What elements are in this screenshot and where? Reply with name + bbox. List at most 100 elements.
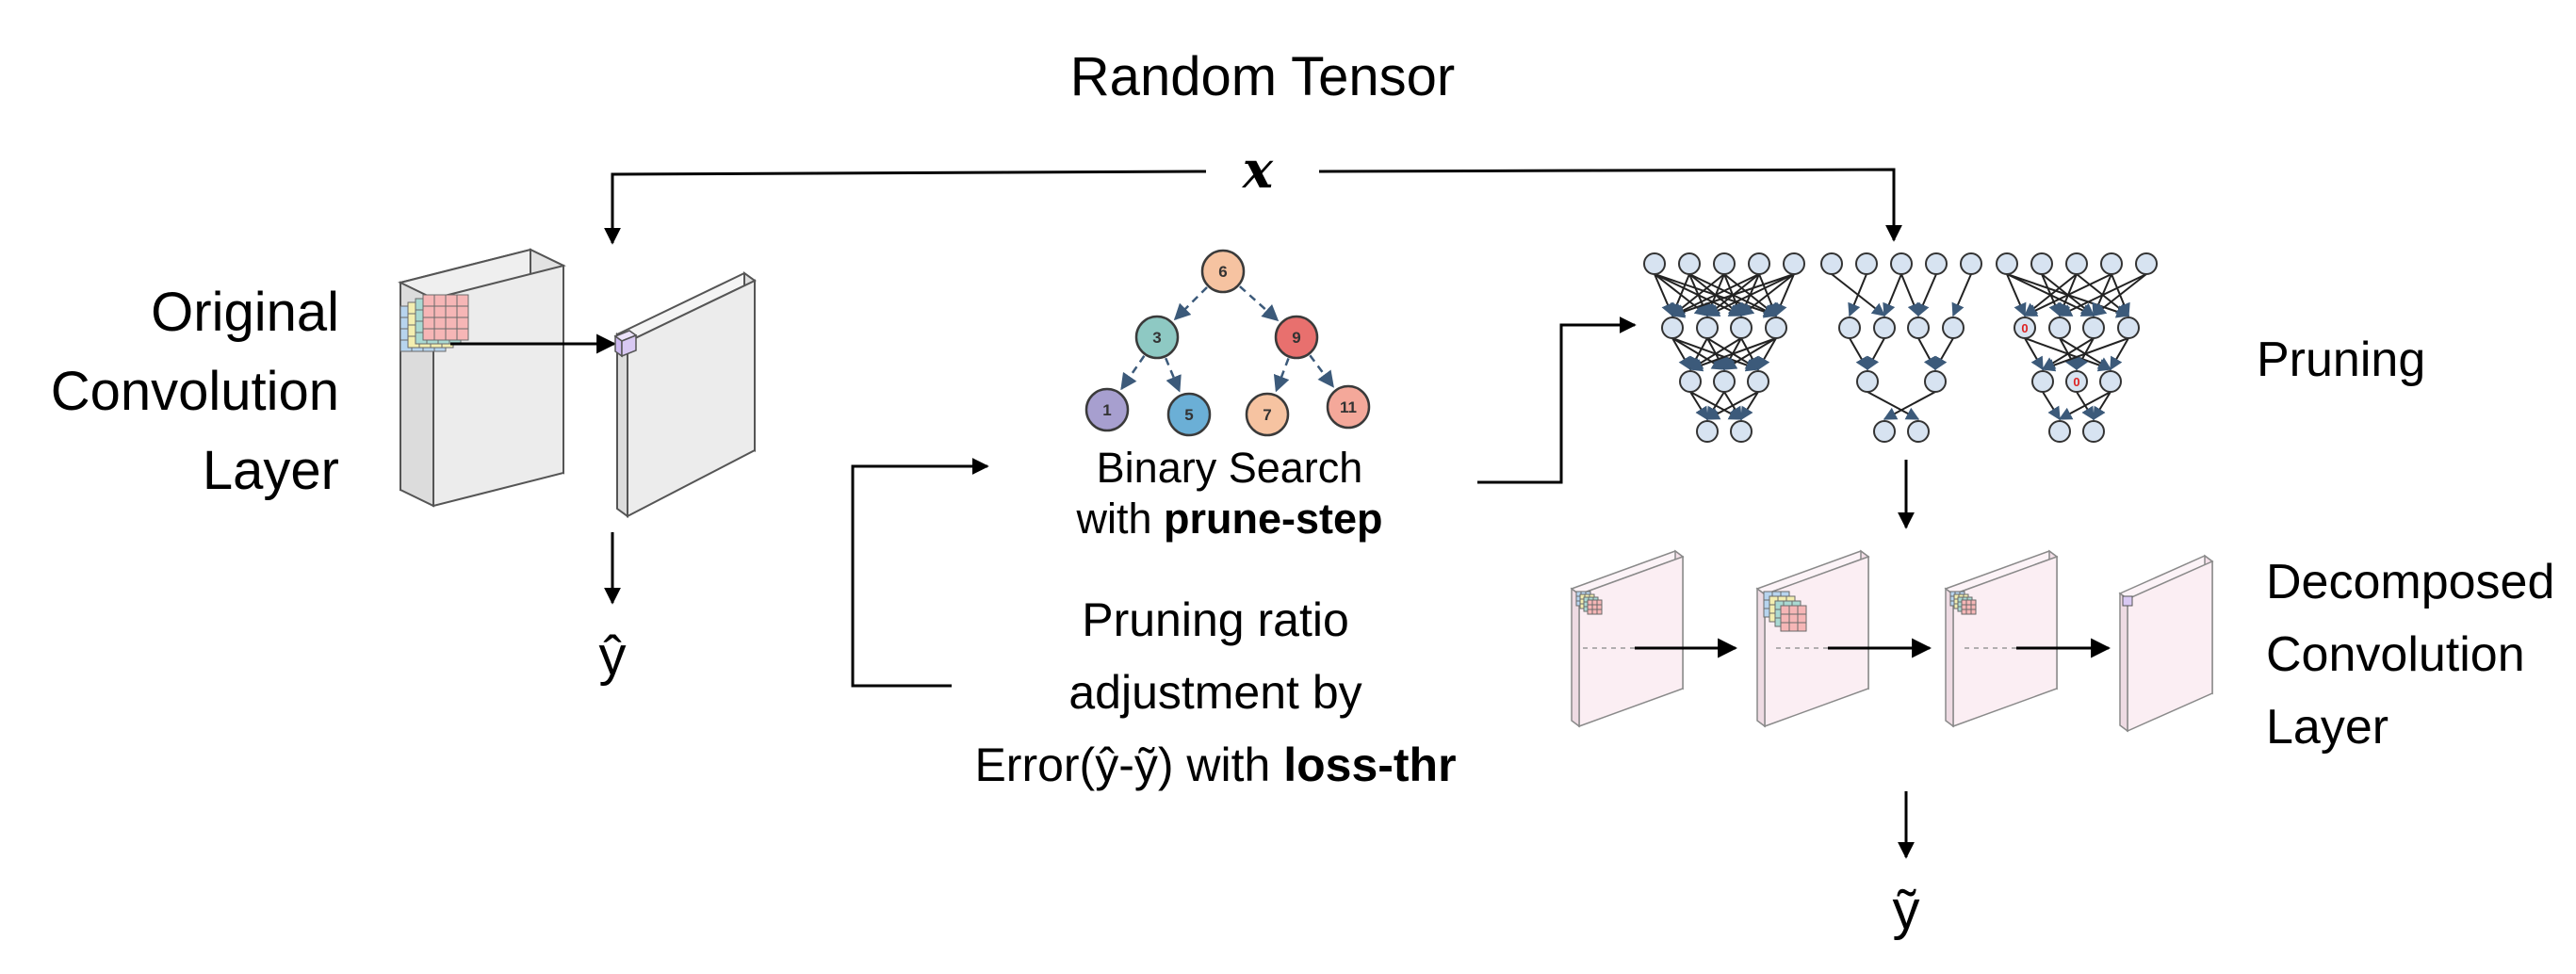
network-node xyxy=(2048,420,2071,443)
original-line2: Convolution xyxy=(50,361,339,422)
network-node xyxy=(1678,252,1701,275)
tree-node-label: 5 xyxy=(1184,406,1193,424)
kernel-cell xyxy=(422,317,435,330)
arrow-feedback-loop xyxy=(851,458,989,688)
network-edge xyxy=(2110,337,2129,371)
decomp-kernel-cell xyxy=(1587,599,1593,606)
decomposed-line1: Decomposed xyxy=(2266,555,2555,609)
kernel-cell xyxy=(433,294,447,307)
decomp-kernel-cell xyxy=(1780,613,1790,624)
network-node xyxy=(1924,370,1947,393)
original-kernel-cube xyxy=(399,294,469,352)
network-node xyxy=(2099,370,2122,393)
decomp-kernel-cell xyxy=(1596,604,1603,610)
network-node xyxy=(1713,370,1736,393)
arrow-x-to-original xyxy=(604,170,1207,245)
tree-node-label: 11 xyxy=(1340,398,1357,416)
network-edge xyxy=(1849,337,1868,371)
network-node xyxy=(1747,370,1769,393)
network-edge xyxy=(1916,273,1937,317)
network-edge xyxy=(1722,337,1777,370)
network-node xyxy=(2014,317,2036,339)
tree-node-label: 7 xyxy=(1263,406,1271,424)
network-edge xyxy=(1705,273,1795,317)
network-edge xyxy=(1705,391,1759,420)
network-node xyxy=(1855,252,1878,275)
tree-edge xyxy=(1309,354,1334,388)
slab-edge xyxy=(1756,587,1766,728)
network-edge xyxy=(1917,337,1936,371)
network-edge xyxy=(1689,391,1708,421)
slab-edge xyxy=(1945,587,1954,728)
tree-node-label: 6 xyxy=(1218,263,1227,281)
kernel-cell xyxy=(422,328,435,341)
network-node xyxy=(2065,252,2088,275)
search-line2-prefix: with xyxy=(1076,495,1164,543)
network-edge xyxy=(2093,391,2111,421)
network-node xyxy=(2030,252,2053,275)
original-line1: Original xyxy=(151,282,339,343)
network-edge xyxy=(2042,391,2061,421)
decomp-kernel-cell xyxy=(1970,604,1977,610)
network-edge xyxy=(1654,273,1674,317)
network-edge xyxy=(1774,273,1795,317)
decomp-kernel-cell xyxy=(1591,604,1598,610)
adjust-line3-prefix: Error(ŷ-ỹ) with xyxy=(974,739,1284,791)
decomp-kernel-cell xyxy=(1596,599,1603,606)
network-node xyxy=(1783,252,1805,275)
network-node xyxy=(1907,420,1930,443)
tree-node xyxy=(1326,384,1371,430)
network-edge xyxy=(1671,273,1795,318)
input-arrows xyxy=(604,168,1902,245)
network-node xyxy=(1873,420,1896,443)
network-node xyxy=(1713,252,1736,275)
decomp-kernel-cell xyxy=(1788,605,1799,615)
network-edge xyxy=(2058,273,2147,317)
adjust-line3: Error(ŷ-ỹ) with loss-thr xyxy=(923,729,1508,802)
search-line1: Binary Search xyxy=(1096,444,1363,492)
adjust-loss-thr: loss-thr xyxy=(1283,739,1457,791)
network-edge xyxy=(1883,273,1902,317)
network-edge xyxy=(1900,273,1920,317)
kernel-cell xyxy=(422,305,435,318)
network-edge xyxy=(1739,273,1795,317)
network-edge xyxy=(1867,337,1885,371)
tree-node xyxy=(1245,392,1290,437)
network-node xyxy=(2117,317,2140,339)
kernel-cell xyxy=(445,294,458,307)
decomp-kernel-cell xyxy=(1591,609,1598,615)
network-node xyxy=(1661,317,1684,339)
tree-edge xyxy=(1165,357,1182,393)
network-node xyxy=(1942,317,1965,339)
label-pruning: Pruning xyxy=(2257,333,2426,387)
decomp-kernel-cell xyxy=(1797,605,1807,615)
arrow-x-to-pruning xyxy=(1318,168,1902,242)
network-edge xyxy=(2041,337,2129,372)
network-node xyxy=(1643,252,1666,275)
tree-node xyxy=(1166,392,1212,437)
decomp-kernel-cell xyxy=(1970,599,1977,606)
tree-node xyxy=(1084,387,1130,432)
decomp-kernel-cell xyxy=(1591,599,1598,606)
original-input-slab xyxy=(398,248,566,508)
tree-edge xyxy=(1273,358,1290,393)
output-pixel-cube xyxy=(613,330,638,358)
network-edge xyxy=(1848,273,1867,317)
decomp-kernel-cell xyxy=(1965,609,1972,615)
decomp-kernel-cell xyxy=(1965,599,1972,606)
output-yhat: ŷ xyxy=(598,625,627,687)
network-node xyxy=(1925,252,1948,275)
tree-node xyxy=(1274,315,1319,360)
kernel-cell xyxy=(422,294,435,307)
network-edge xyxy=(1867,391,1920,420)
network-node xyxy=(1960,252,1982,275)
network-node xyxy=(1679,370,1702,393)
network-edge xyxy=(1688,337,1777,372)
kernel-cell xyxy=(445,328,458,341)
original-line3: Layer xyxy=(202,440,339,501)
search-line2: with prune-step xyxy=(999,494,1460,544)
decomp-kernel-cell xyxy=(1788,622,1799,632)
tree-node xyxy=(1134,315,1180,360)
network-edge xyxy=(1671,273,1760,317)
